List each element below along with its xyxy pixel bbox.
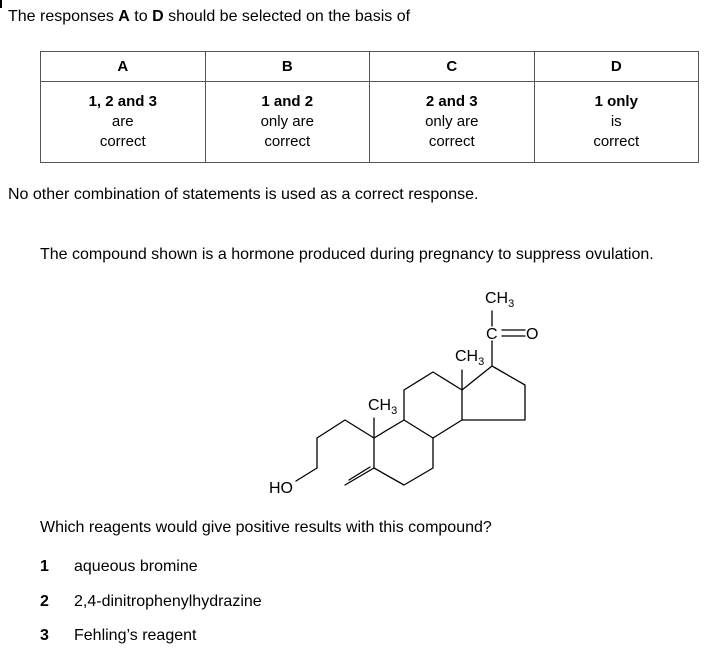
intro-text-suffix: should be selected on the basis of (163, 8, 411, 25)
ring-d-bond (461, 365, 526, 421)
response-meaning-a: 1, 2 and 3 are correct (40, 81, 206, 163)
response-letter-b: B (204, 51, 370, 82)
ring-c-bond (403, 371, 463, 439)
statement-number: 1 (40, 558, 49, 575)
response-meaning-d: 1 only is correct (533, 81, 699, 163)
statement-number: 2 (40, 593, 49, 610)
ring-a-bond (316, 419, 375, 486)
statement-text: 2,4-dinitrophenylhydrazine (74, 593, 262, 610)
double-bond-line (348, 466, 371, 481)
response-letter-a: A (40, 51, 206, 82)
response-meaning-lead: 1, 2 and 3 (88, 93, 157, 110)
response-key-meaning-row: 1, 2 and 3 are correct 1 and 2 only are … (40, 81, 699, 163)
response-meaning-lead: 2 and 3 (425, 93, 478, 110)
response-letter-c: C (369, 51, 535, 82)
response-meaning-c: 2 and 3 only are correct (369, 81, 535, 163)
combination-note: No other combination of statements is us… (8, 186, 479, 203)
statement-2: 2 2,4-dinitrophenylhydrazine (40, 593, 262, 611)
statement-text: Fehling’s reagent (74, 627, 197, 644)
instructions-intro: The responses A to D should be selected … (8, 8, 410, 26)
response-meaning-line: are (111, 113, 134, 130)
response-meaning-line: correct (593, 133, 640, 150)
response-meaning-line: is (610, 113, 622, 130)
statement-1: 1 aqueous bromine (40, 558, 198, 576)
response-meaning-line: correct (428, 133, 475, 150)
response-meaning-lead: 1 only (594, 93, 638, 110)
carbonyl-carbon-label: C (486, 326, 498, 343)
methyl-label-c10: CH3 (368, 397, 397, 417)
response-meaning-b: 1 and 2 only are correct (204, 81, 370, 163)
progesterone-structure-diagram: CH3 C O CH3 CH3 HO (269, 290, 538, 497)
question-prompt: Which reagents would give positive resul… (40, 519, 492, 536)
hydroxyl-label: HO (269, 480, 293, 497)
statement-number: 3 (40, 627, 49, 644)
ring-b-bond (373, 419, 434, 486)
page-edge-mark (0, 0, 6, 8)
response-meaning-line: only are (425, 113, 479, 130)
intro-letter-a: A (118, 8, 130, 25)
response-meaning-line: only are (260, 113, 314, 130)
response-meaning-line: correct (99, 133, 146, 150)
question-stem: The compound shown is a hormone produced… (40, 246, 654, 263)
hydroxyl-bond (295, 467, 318, 482)
response-meaning-line: correct (264, 133, 311, 150)
statement-3: 3 Fehling’s reagent (40, 627, 196, 645)
intro-letter-d: D (152, 8, 164, 25)
statement-text: aqueous bromine (74, 558, 198, 575)
methyl-label-acetyl: CH3 (485, 290, 514, 310)
response-key-header-row: A B C D (40, 51, 699, 82)
response-meaning-lead: 1 and 2 (261, 93, 314, 110)
methyl-label-c13: CH3 (455, 348, 484, 368)
response-key-table: A B C D 1, 2 and 3 are correct 1 and 2 o… (40, 51, 699, 163)
response-letter-d: D (533, 51, 699, 82)
carbonyl-oxygen-label: O (526, 326, 538, 343)
intro-text: The responses (8, 8, 119, 25)
intro-text-middle: to (129, 8, 153, 25)
